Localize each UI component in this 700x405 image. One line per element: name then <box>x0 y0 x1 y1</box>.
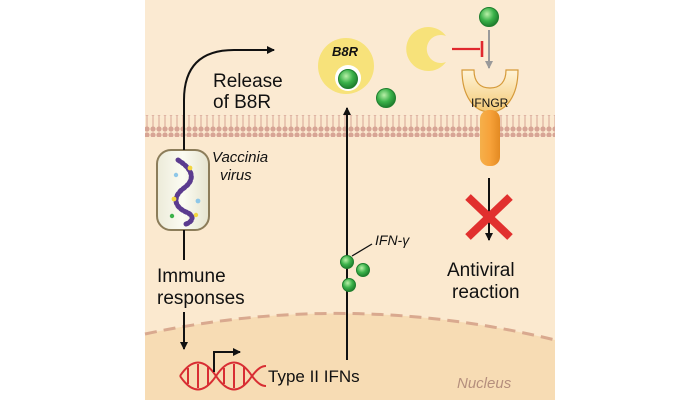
vaccinia-virus <box>156 149 210 231</box>
ifn-gamma-particle <box>356 263 370 277</box>
type2-ifns-label: Type II IFNs <box>268 367 360 386</box>
release-label-2: of B8R <box>213 92 271 113</box>
membrane <box>145 115 555 137</box>
release-label-1: Release <box>213 71 283 92</box>
nucleus-label: Nucleus <box>457 375 512 392</box>
ifn-gamma-particle <box>340 255 354 269</box>
ligand-ifn-gamma <box>479 7 499 27</box>
ifn-gamma-particle <box>342 278 356 292</box>
release-arrow <box>183 46 275 150</box>
dna-helix <box>179 361 267 391</box>
b8r-label: B8R <box>332 44 359 59</box>
virus-dot <box>171 196 177 202</box>
b8r-complex: B8R <box>318 38 374 94</box>
b8r-bound-ifn-gamma <box>338 69 358 89</box>
free-ifn-gamma <box>376 88 396 108</box>
ifngr-label: IFNGR <box>471 96 509 110</box>
ifn-gamma-label: IFN-γ <box>375 232 410 248</box>
virus-dot <box>169 213 175 219</box>
b8r-crescent <box>406 27 446 72</box>
antiviral-label-2: reaction <box>452 282 520 303</box>
receptor-stalk <box>480 110 500 166</box>
virus-label-2: virus <box>220 167 252 184</box>
immune-label-2: responses <box>157 288 245 309</box>
virus-dot <box>187 165 193 171</box>
virus-label-1: Vaccinia <box>212 149 268 166</box>
virus-dot <box>173 172 179 178</box>
immune-label-1: Immune <box>157 266 226 287</box>
receptor-head <box>461 69 519 113</box>
antiviral-label-1: Antiviral <box>447 260 515 281</box>
blocked-cross <box>465 194 513 240</box>
ifngr-receptor: IFNGR <box>461 69 519 166</box>
ifn-gamma-pointer <box>351 243 373 257</box>
virus-dna <box>173 157 195 227</box>
virus-dot <box>195 198 201 204</box>
virus-dot <box>193 212 199 218</box>
nucleus <box>145 313 555 400</box>
transcription-arrow <box>213 348 241 372</box>
